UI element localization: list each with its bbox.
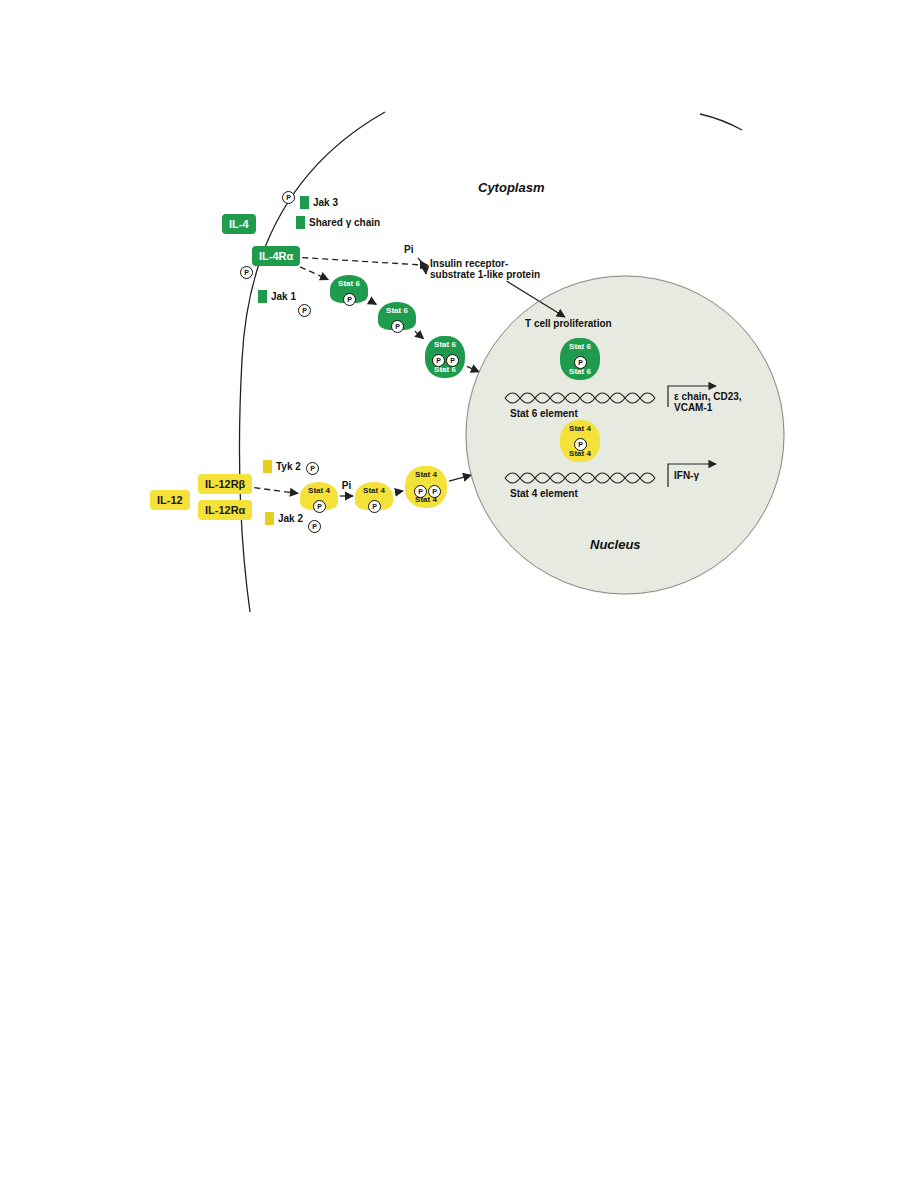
phosphate-dot: P bbox=[313, 500, 326, 513]
phosphate-dot: P bbox=[574, 438, 587, 451]
transcription-arrow bbox=[668, 464, 716, 487]
signal-arrow bbox=[395, 491, 403, 492]
phosphate-dot: P bbox=[298, 304, 311, 317]
node-text: IL-12 bbox=[157, 494, 183, 506]
nucleus: NucleusStat 6Stat 6Stat 4Stat 4 bbox=[465, 275, 785, 595]
signal-arrow bbox=[254, 488, 298, 494]
dna-strand bbox=[505, 393, 655, 403]
cell-membrane bbox=[700, 114, 742, 130]
phosphate-dot: P bbox=[368, 500, 381, 513]
phosphate-dot: P bbox=[446, 354, 459, 367]
kinase-tab: Jak 1 bbox=[258, 290, 307, 303]
signal-arrow bbox=[300, 267, 328, 280]
node-text: Stat 6 bbox=[384, 306, 410, 315]
gene-label: IFN-γ bbox=[674, 470, 699, 481]
phosphate-dot: P bbox=[306, 462, 319, 475]
node-text: Stat 4 bbox=[361, 486, 387, 495]
phosphate-dot: P bbox=[428, 485, 441, 498]
phosphate-label: Pi bbox=[404, 244, 413, 255]
signal-arrow bbox=[370, 301, 377, 305]
gene-label: ε chain, CD23, VCAM-1 bbox=[674, 391, 756, 413]
kinase-tab: Jak 3 bbox=[300, 196, 349, 209]
node-text: Stat 6 bbox=[431, 340, 459, 349]
edge-label: Pi bbox=[340, 480, 353, 491]
protein-label: Insulin receptor-substrate 1-like protei… bbox=[430, 258, 544, 280]
phosphate-dot: P bbox=[308, 520, 321, 533]
phosphate-dot: P bbox=[240, 266, 253, 279]
nucleus-fill bbox=[465, 275, 785, 595]
nucleus-outline bbox=[466, 276, 784, 594]
ligand-box: IL-12 bbox=[150, 490, 190, 510]
dna-strand bbox=[505, 393, 655, 403]
node-text: Insulin receptor-substrate 1-like protei… bbox=[430, 258, 544, 280]
kinase-tab: Tyk 2 bbox=[263, 460, 311, 473]
node-text: Stat 4 bbox=[411, 470, 441, 479]
phosphate-dot: P bbox=[432, 354, 445, 367]
signal-arrow bbox=[467, 366, 479, 371]
phosphate-dot: P bbox=[414, 485, 427, 498]
phosphate-dot: P bbox=[574, 356, 587, 369]
phosphate-arrow bbox=[418, 258, 426, 274]
signal-arrow bbox=[340, 495, 353, 496]
stat-dimer: Stat 4Stat 4 bbox=[405, 466, 447, 508]
cell-membrane bbox=[240, 112, 385, 612]
node-text: Jak 1 bbox=[271, 291, 307, 302]
node-text: IL-12Rβ bbox=[205, 478, 245, 490]
signal-arrow bbox=[302, 258, 428, 266]
dna-strand bbox=[505, 473, 655, 483]
stat-dimer: Stat 6Stat 6 bbox=[425, 336, 465, 378]
phosphate-dot: P bbox=[391, 320, 404, 333]
node-text: IL-4Rα bbox=[259, 250, 293, 262]
signal-arrow bbox=[507, 281, 565, 317]
ligand-box: IL-4 bbox=[222, 214, 256, 234]
signal-arrow bbox=[449, 475, 471, 481]
receptor-box: IL-12Rα bbox=[198, 500, 252, 520]
node-text: Stat 6 bbox=[336, 279, 362, 288]
node-text: Stat 4 bbox=[566, 424, 594, 433]
receptor-box: IL-4Rα bbox=[252, 246, 300, 266]
outcome-label: T cell proliferation bbox=[525, 318, 626, 329]
element-label: Stat 4 element bbox=[510, 488, 578, 499]
node-text: Stat 6 bbox=[566, 342, 594, 351]
node-text: Nucleus bbox=[590, 537, 641, 552]
node-text: T cell proliferation bbox=[525, 318, 626, 329]
phosphate-dot: P bbox=[343, 293, 356, 306]
node-text: Shared γ chain bbox=[309, 217, 391, 228]
node-text: Jak 3 bbox=[313, 197, 349, 208]
receptor-box: IL-12Rβ bbox=[198, 474, 252, 494]
dna-strand bbox=[505, 473, 655, 483]
node-text: IL-4 bbox=[229, 218, 249, 230]
phosphate-dot: P bbox=[282, 191, 295, 204]
region-label: Cytoplasm bbox=[478, 180, 544, 195]
signal-arrow bbox=[415, 331, 424, 338]
node-text: IL-12Rα bbox=[205, 504, 245, 516]
kinase-tab: Jak 2 bbox=[265, 512, 314, 525]
receptor-chain: Shared γ chain bbox=[296, 216, 391, 229]
element-label: Stat 6 element bbox=[510, 408, 578, 419]
node-text: Stat 4 bbox=[306, 486, 332, 495]
